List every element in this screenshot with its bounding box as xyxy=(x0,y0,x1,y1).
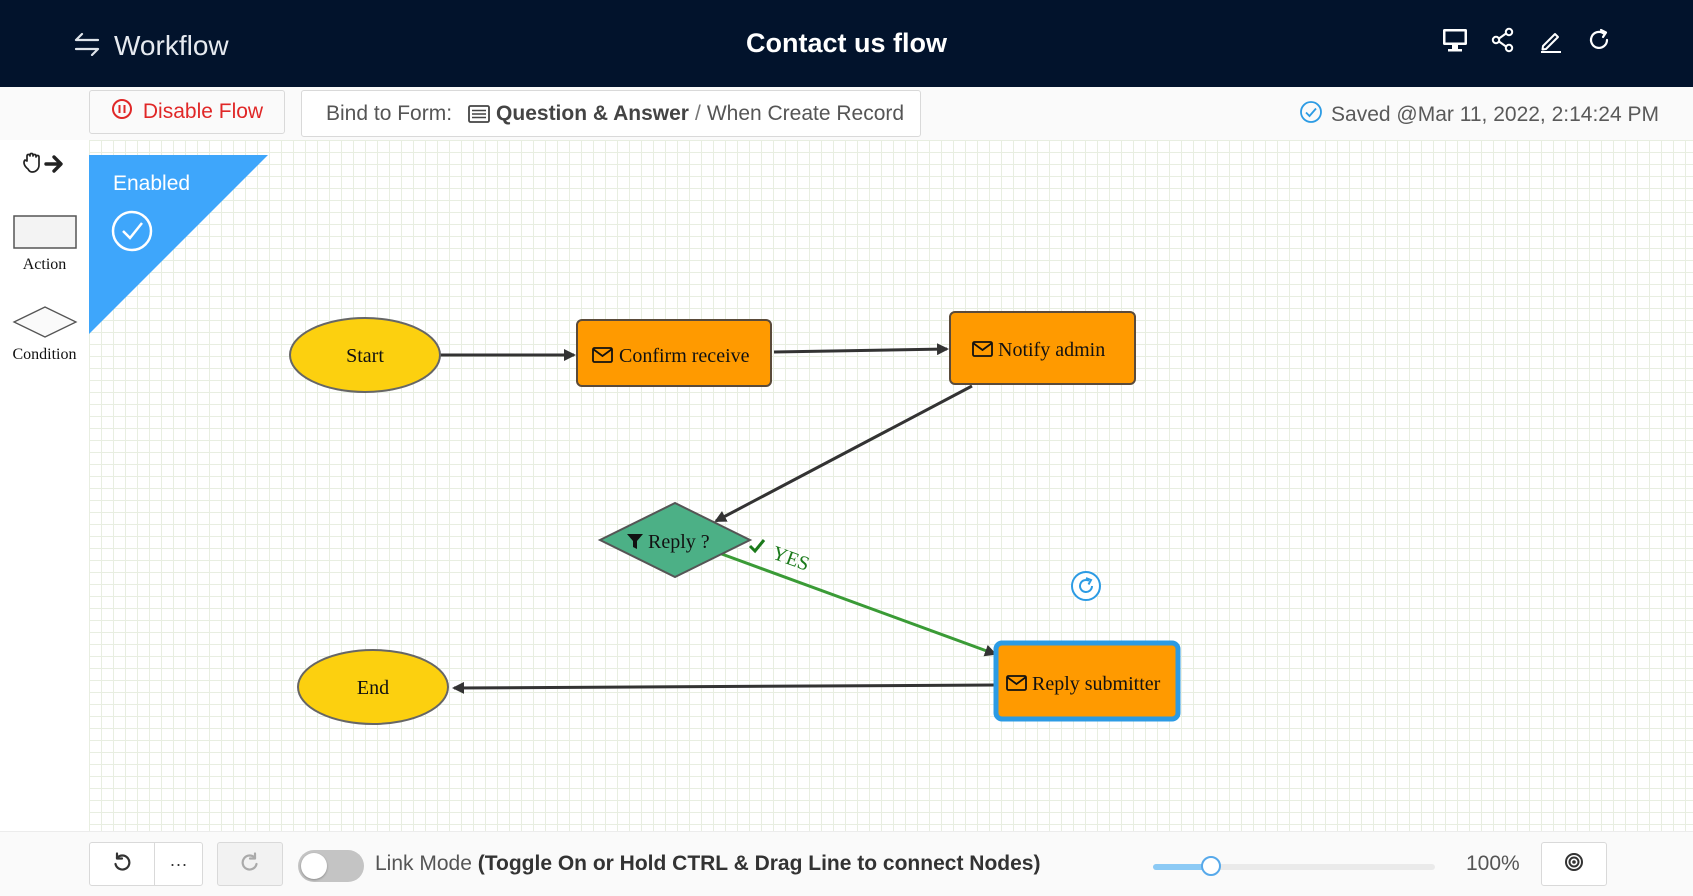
refresh-button[interactable] xyxy=(1585,26,1613,58)
redo-button[interactable] xyxy=(217,842,283,886)
node-reply-condition[interactable]: Reply ? xyxy=(597,501,753,579)
rotate-handle[interactable] xyxy=(1071,571,1101,601)
palette-action-label: Action xyxy=(22,256,67,273)
edge-notify-condition[interactable] xyxy=(714,384,973,523)
link-mode-text: Link Mode (Toggle On or Hold CTRL & Drag… xyxy=(375,852,1040,876)
workflow-menu[interactable]: Workflow xyxy=(74,28,229,64)
header-actions xyxy=(1441,26,1613,58)
node-end-label: End xyxy=(357,677,389,699)
enabled-banner: Enabled xyxy=(89,155,268,334)
node-reply-submitter-label: Reply submitter xyxy=(1032,673,1161,695)
node-notify-label: Notify admin xyxy=(998,339,1105,361)
swap-lines-icon xyxy=(74,32,100,61)
node-end[interactable]: End xyxy=(297,649,449,725)
form-icon xyxy=(468,104,490,123)
bind-separator: / xyxy=(694,101,701,125)
palette-condition[interactable]: Condition xyxy=(0,305,89,364)
undo-button[interactable] xyxy=(89,842,155,886)
share-button[interactable] xyxy=(1489,26,1517,58)
palette-condition-label: Condition xyxy=(12,346,77,363)
palette-action[interactable]: Action xyxy=(0,215,89,274)
link-mode-toggle[interactable] xyxy=(298,850,364,882)
saved-status: Saved @Mar 11, 2022, 2:14:24 PM xyxy=(1299,100,1659,130)
action-shape-icon xyxy=(12,215,77,249)
filter-icon xyxy=(627,534,643,549)
check-circle-icon xyxy=(1299,100,1323,130)
rotate-icon xyxy=(1079,577,1093,593)
node-confirm-receive[interactable]: Confirm receive xyxy=(576,319,772,387)
node-palette: Action Condition xyxy=(0,140,89,831)
edge-reply-end[interactable] xyxy=(452,681,997,694)
edit-icon xyxy=(1538,27,1564,58)
toggle-knob xyxy=(301,853,327,879)
node-notify-admin[interactable]: Notify admin xyxy=(949,311,1136,385)
hand-arrow-icon xyxy=(20,152,70,181)
envelope-icon xyxy=(972,341,993,357)
check-icon xyxy=(748,539,766,554)
flow-toolbar: Disable Flow Bind to Form: Question & An… xyxy=(0,87,1693,141)
bind-label: Bind to Form: xyxy=(326,101,453,125)
envelope-icon xyxy=(592,347,613,363)
zoom-slider-fill xyxy=(1153,864,1210,870)
flow-title: Contact us flow xyxy=(746,28,947,58)
condition-shape-icon xyxy=(12,306,77,338)
pan-tool[interactable] xyxy=(0,151,89,177)
node-confirm-label: Confirm receive xyxy=(619,345,750,367)
yes-label: YES xyxy=(769,542,812,576)
node-reply-condition-label: Reply ? xyxy=(648,531,710,553)
redo-icon xyxy=(239,851,261,878)
node-reply-submitter[interactable]: Reply submitter xyxy=(993,640,1181,722)
disable-flow-button[interactable]: Disable Flow xyxy=(89,90,285,134)
app-header: Workflow Contact us flow xyxy=(0,0,1693,87)
envelope-icon xyxy=(1006,675,1027,691)
zoom-value: 100% xyxy=(1466,852,1520,875)
flow-canvas[interactable]: Enabled YES Start xyxy=(89,140,1693,831)
zoom-slider[interactable] xyxy=(1153,856,1435,876)
link-mode-label: Link Mode xyxy=(375,852,472,875)
zoom-slider-handle[interactable] xyxy=(1201,856,1222,876)
bind-to-form[interactable]: Bind to Form: Question & Answer / When C… xyxy=(301,90,921,137)
saved-text: Saved @Mar 11, 2022, 2:14:24 PM xyxy=(1331,103,1659,126)
target-icon xyxy=(1563,851,1585,878)
fit-view-button[interactable] xyxy=(1541,842,1607,886)
trigger-name: When Create Record xyxy=(706,101,905,125)
node-start-label: Start xyxy=(346,345,384,367)
bottom-bar: ··· Link Mode (Toggle On or Hold CTRL & … xyxy=(0,831,1693,896)
share-icon xyxy=(1490,27,1516,58)
edit-button[interactable] xyxy=(1537,26,1565,58)
desktop-view-button[interactable] xyxy=(1441,26,1469,58)
refresh-icon xyxy=(1586,27,1612,58)
desktop-icon xyxy=(1441,27,1469,58)
form-name: Question & Answer xyxy=(496,101,689,125)
check-circle-icon xyxy=(111,210,153,252)
more-button[interactable]: ··· xyxy=(154,842,203,886)
disable-flow-label: Disable Flow xyxy=(142,100,264,123)
yes-edge-label: YES xyxy=(748,539,812,576)
node-start[interactable]: Start xyxy=(289,317,441,393)
link-mode-hint: (Toggle On or Hold CTRL & Drag Line to c… xyxy=(477,852,1041,875)
enabled-label: Enabled xyxy=(113,172,190,195)
edge-condition-reply-yes[interactable] xyxy=(718,551,997,657)
app-title: Workflow xyxy=(114,30,229,61)
pause-circle-icon xyxy=(111,98,133,126)
undo-icon xyxy=(111,851,133,878)
edge-confirm-notify[interactable] xyxy=(773,343,949,356)
